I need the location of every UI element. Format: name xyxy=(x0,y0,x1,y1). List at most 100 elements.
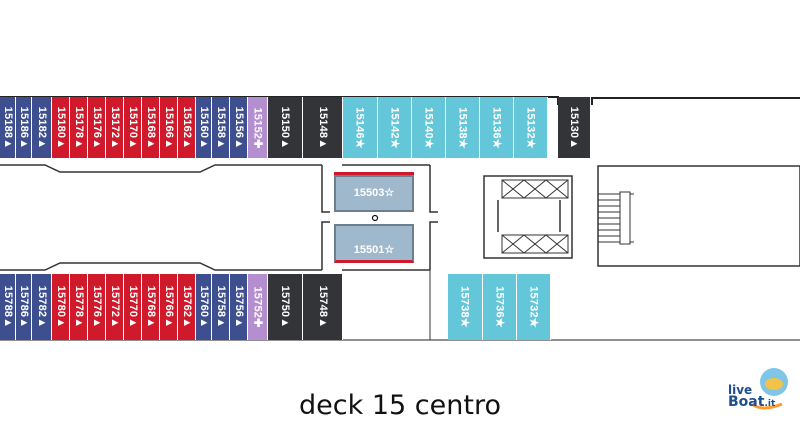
cabin-15182[interactable]: 15182▲ xyxy=(32,97,52,158)
cabin-label: 15160▲ xyxy=(197,106,210,149)
cabin-label: 15152✚ xyxy=(251,106,263,149)
cabin-label: 15770▲ xyxy=(126,285,139,329)
cabin-15756[interactable]: 15756▲ xyxy=(230,274,248,340)
cabin-label: 15766▲ xyxy=(162,285,175,329)
cabin-15748[interactable]: 15748▲ xyxy=(303,274,343,340)
cabin-15758[interactable]: 15758▲ xyxy=(212,274,230,340)
cabin-label: 15162▲ xyxy=(180,106,193,149)
cabin-label: 15170▲ xyxy=(126,106,139,149)
logo-text-it: .it xyxy=(764,399,776,409)
cabin-label: 15138★ xyxy=(456,106,468,149)
cabin-15778[interactable]: 15778▲ xyxy=(70,274,88,340)
liveboat-logo: live Boat.it xyxy=(722,360,800,420)
cabin-15160[interactable]: 15160▲ xyxy=(196,97,212,158)
cabin-label: 15750▲ xyxy=(279,285,291,329)
cabin-15178[interactable]: 15178▲ xyxy=(70,97,88,158)
cabin-15156[interactable]: 15156▲ xyxy=(230,97,248,158)
cabin-label: 15736★ xyxy=(493,286,505,328)
cabin-label: 15172▲ xyxy=(108,106,121,149)
cabin-15772[interactable]: 15772▲ xyxy=(106,274,124,340)
cabin-label: 15501☆ xyxy=(353,244,395,256)
cabin-label: 15168▲ xyxy=(144,106,157,149)
cabin-label: 15782▲ xyxy=(35,285,48,329)
cabin-15172[interactable]: 15172▲ xyxy=(106,97,124,158)
cabin-label: 15778▲ xyxy=(72,285,85,329)
cabin-label: 15732★ xyxy=(527,286,539,328)
cabin-label: 15772▲ xyxy=(108,285,121,329)
cabin-15752[interactable]: 15752✚ xyxy=(248,274,268,340)
cabin-15732[interactable]: 15732★ xyxy=(517,274,551,340)
cabin-label: 15786▲ xyxy=(17,285,30,329)
cabin-label: 15760▲ xyxy=(197,285,210,329)
cabin-15150[interactable]: 15150▲ xyxy=(268,97,303,158)
cabin-label: 15136★ xyxy=(490,106,502,149)
cabin-15736[interactable]: 15736★ xyxy=(483,274,517,340)
cabin-label: 15178▲ xyxy=(72,106,85,149)
cabin-15176[interactable]: 15176▲ xyxy=(88,97,106,158)
deck-caption: deck 15 centro xyxy=(299,390,501,421)
cabin-15768[interactable]: 15768▲ xyxy=(142,274,160,340)
cabin-label: 15148▲ xyxy=(316,106,329,149)
cabin-15738[interactable]: 15738★ xyxy=(448,274,483,340)
cabin-15766[interactable]: 15766▲ xyxy=(160,274,178,340)
logo-text-live: live xyxy=(728,383,753,397)
cabin-15130[interactable]: 15130▲ xyxy=(558,97,591,158)
cabin-label: 15752✚ xyxy=(251,286,263,328)
cabin-15152[interactable]: 15152✚ xyxy=(248,97,268,158)
cabin-label: 15748▲ xyxy=(316,285,329,329)
cabin-15158[interactable]: 15158▲ xyxy=(212,97,230,158)
cabin-15762[interactable]: 15762▲ xyxy=(178,274,196,340)
cabin-15776[interactable]: 15776▲ xyxy=(88,274,106,340)
cabin-15750[interactable]: 15750▲ xyxy=(268,274,303,340)
cabin-label: 15188▲ xyxy=(1,106,14,149)
cabin-label: 15768▲ xyxy=(144,285,157,329)
cabin-label: 15186▲ xyxy=(17,106,30,149)
cabin-label: 15130▲ xyxy=(568,106,580,149)
logo-icon xyxy=(751,368,788,410)
cabin-label: 15762▲ xyxy=(180,285,193,329)
cabin-15786[interactable]: 15786▲ xyxy=(16,274,32,340)
cabin-label: 15788▲ xyxy=(1,285,14,329)
cabin-15140[interactable]: 15140★ xyxy=(412,97,446,158)
cabin-15780[interactable]: 15780▲ xyxy=(52,274,70,340)
cabin-15166[interactable]: 15166▲ xyxy=(160,97,178,158)
cabin-15168[interactable]: 15168▲ xyxy=(142,97,160,158)
cabin-15503[interactable]: 15503☆ xyxy=(334,175,414,212)
cabin-label: 15142★ xyxy=(388,106,400,149)
accent-stripe xyxy=(334,172,414,175)
cabin-15186[interactable]: 15186▲ xyxy=(16,97,32,158)
cabin-label: 15182▲ xyxy=(35,106,48,149)
cabin-label: 15780▲ xyxy=(54,285,67,329)
cabin-label: 15180▲ xyxy=(54,106,67,149)
cabin-label: 15503☆ xyxy=(353,187,395,199)
cabin-15760[interactable]: 15760▲ xyxy=(196,274,212,340)
cabin-label: 15156▲ xyxy=(232,106,245,149)
cabin-label: 15150▲ xyxy=(279,106,291,149)
cabin-label: 15146★ xyxy=(353,106,366,149)
cabin-15788[interactable]: 15788▲ xyxy=(0,274,16,340)
cabin-15170[interactable]: 15170▲ xyxy=(124,97,142,158)
cabin-15146[interactable]: 15146★ xyxy=(343,97,378,158)
cabin-label: 15176▲ xyxy=(90,106,103,149)
cabin-15138[interactable]: 15138★ xyxy=(446,97,480,158)
cabin-15148[interactable]: 15148▲ xyxy=(303,97,343,158)
cabin-label: 15738★ xyxy=(458,286,471,328)
cabin-15782[interactable]: 15782▲ xyxy=(32,274,52,340)
cabin-15501[interactable]: 15501☆ xyxy=(334,224,414,263)
cabin-15132[interactable]: 15132★ xyxy=(514,97,548,158)
cabin-15162[interactable]: 15162▲ xyxy=(178,97,196,158)
cabin-15136[interactable]: 15136★ xyxy=(480,97,514,158)
cabin-15180[interactable]: 15180▲ xyxy=(52,97,70,158)
cabin-label: 15158▲ xyxy=(214,106,227,149)
cabin-label: 15132★ xyxy=(524,106,536,149)
cabin-label: 15756▲ xyxy=(232,285,245,329)
cabin-15770[interactable]: 15770▲ xyxy=(124,274,142,340)
cabin-label: 15140★ xyxy=(422,106,434,149)
cabin-15188[interactable]: 15188▲ xyxy=(0,97,16,158)
cabin-15142[interactable]: 15142★ xyxy=(378,97,412,158)
cabin-label: 15776▲ xyxy=(90,285,103,329)
cabin-label: 15166▲ xyxy=(162,106,175,149)
cabin-label: 15758▲ xyxy=(214,285,227,329)
